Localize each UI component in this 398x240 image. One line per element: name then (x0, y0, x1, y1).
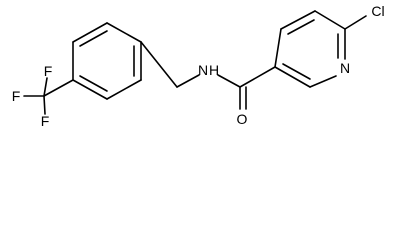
amide-nitrogen-label: N (198, 62, 208, 78)
bond-cf3-ring (43, 79, 74, 97)
fluorine-top-label: F (44, 63, 53, 79)
bond-ch2-nh (176, 74, 200, 88)
benzene-ring (72, 22, 142, 100)
pyridine-bond (274, 66, 311, 88)
benzene-bond (106, 79, 142, 100)
pyridine-double-bond (287, 19, 315, 35)
bond-c-f-bottom (43, 95, 46, 115)
pyridine-nitrogen-label: N (340, 60, 350, 76)
fluorine-bottom-label: F (41, 113, 50, 129)
bond-c-cl (344, 15, 367, 30)
pyridine-bond (274, 28, 282, 68)
benzene-bond (72, 22, 108, 43)
molecule-diagram: F F F N H O N Cl (12, 3, 385, 129)
benzene-bond (106, 22, 142, 43)
carbonyl-oxygen-label: O (237, 111, 248, 127)
amide-linker (140, 41, 276, 110)
benzene-bond (72, 79, 108, 100)
structure-drawing: F F F N H O N Cl (12, 3, 385, 129)
pyridine-bond (314, 10, 346, 30)
trifluoromethyl-group (23, 77, 74, 115)
benzene-double-bond (79, 30, 108, 47)
bond-nh-carbonyl (217, 74, 241, 88)
pyridine-bond (280, 10, 316, 30)
pyridine-bond (309, 75, 337, 88)
bond-carbonyl-ring (239, 66, 276, 88)
bond-ring-ch2 (140, 41, 178, 88)
chlorine-label: Cl (371, 3, 384, 19)
benzene-double-bond (79, 75, 108, 92)
fluorine-left-label: F (12, 88, 21, 104)
bond-c-f-top (43, 77, 48, 97)
amide-hydrogen-label: H (209, 62, 219, 78)
pyridine-ring (274, 10, 367, 88)
pyridine-double-bond (282, 63, 311, 80)
